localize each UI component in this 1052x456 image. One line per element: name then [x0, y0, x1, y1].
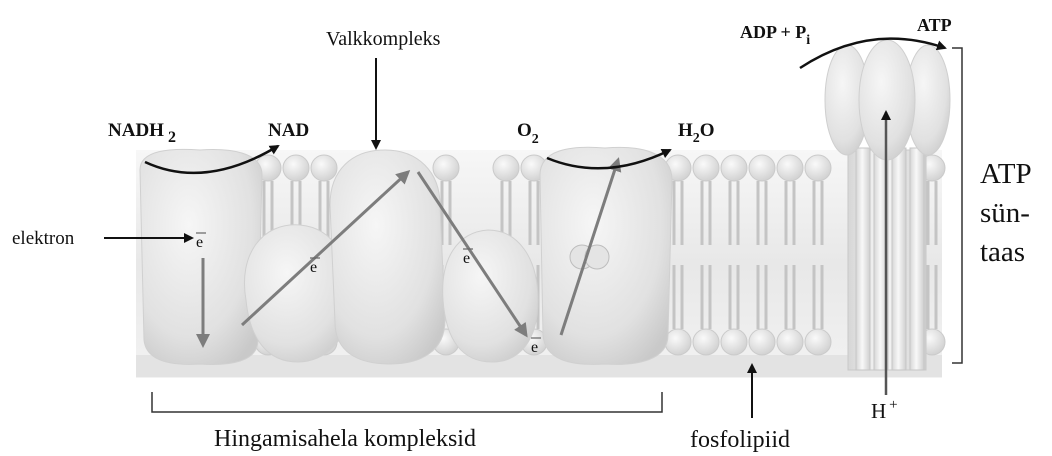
valkkompleks-label: Valkkompleks: [326, 28, 441, 50]
lipid-head: [665, 329, 691, 355]
electron-symbol: e: [463, 250, 470, 267]
protein-complex-5: [540, 147, 672, 364]
hingamisahela-bracket: [152, 392, 662, 412]
nad-label: NAD: [268, 120, 309, 141]
adp-label: ADP + Pi: [740, 22, 810, 48]
protein-complex-1: [140, 149, 262, 364]
lipid-head: [721, 329, 747, 355]
lipid-head: [493, 155, 519, 181]
lipid-head: [433, 155, 459, 181]
proton-label: H+: [871, 397, 898, 423]
electron-symbol: e: [531, 339, 538, 356]
lipid-head: [693, 329, 719, 355]
lipid-head: [721, 155, 747, 181]
lipid-head: [311, 155, 337, 181]
atp-top-label: ATP: [917, 15, 952, 35]
elektron-label: elektron: [12, 228, 75, 249]
h2o-label: H2O: [678, 120, 715, 146]
lipid-head: [283, 155, 309, 181]
protein-complex-3: [330, 150, 445, 364]
lipid-head: [777, 329, 803, 355]
atp-synthase-bracket: [952, 48, 962, 363]
atp-synthase-label-line1: ATP: [980, 158, 1032, 190]
atp-synthase-label-line2: sün-: [980, 197, 1030, 229]
lipid-head: [805, 329, 831, 355]
lipid-head: [749, 155, 775, 181]
protein-complex-4: [443, 230, 538, 362]
lipid-head: [777, 155, 803, 181]
atp-synthase-label-line3: taas: [980, 236, 1025, 268]
electron-symbol: e: [196, 234, 203, 251]
o2-label: O2: [517, 120, 539, 147]
fosfolipiid-label: fosfolipiid: [690, 427, 790, 453]
lipid-head: [693, 155, 719, 181]
lipid-head: [749, 329, 775, 355]
hingamisahela-label: Hingamisahela kompleksid: [214, 426, 476, 452]
lipid-head: [805, 155, 831, 181]
electron-symbol: e: [310, 259, 317, 276]
